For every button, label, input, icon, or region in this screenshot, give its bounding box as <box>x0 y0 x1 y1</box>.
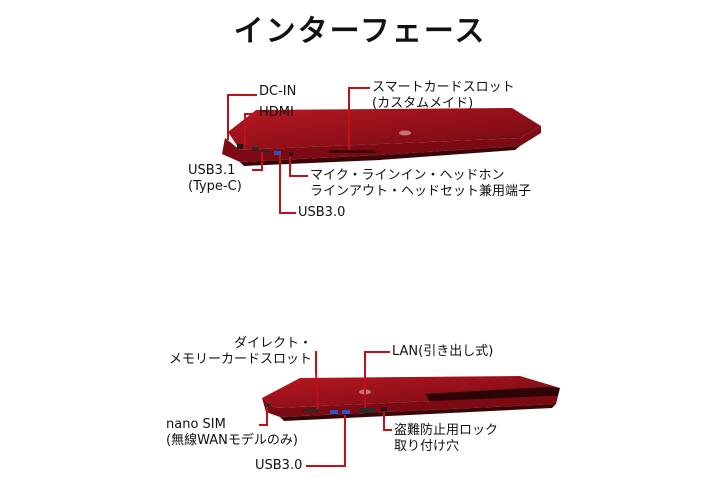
smartcard-slot <box>330 150 375 153</box>
label-lock-line1: 盗難防止用ロック <box>394 423 499 438</box>
leader-lines-1 <box>227 87 370 214</box>
label-nano-sim: nano SIM (無線WANモデルのみ) <box>166 417 298 449</box>
label-audio: マイク・ラインイン・ヘッドホン ラインアウト・ヘッドセット兼用端子 <box>310 168 531 200</box>
label-usb31-line2: (Type-C) <box>188 179 242 194</box>
label-lan: LAN(引き出し式) <box>392 344 494 359</box>
usb30-port <box>274 151 281 155</box>
label-smartcard: スマートカードスロット (カスタムメイド) <box>372 80 515 112</box>
label-usb31: USB3.1 (Type-C) <box>188 163 242 195</box>
audio-jack <box>289 152 293 156</box>
label-memory-card: ダイレクト・ メモリーカードスロット <box>150 336 312 368</box>
usb31-port <box>263 150 269 153</box>
memory-card-slot <box>303 409 319 412</box>
dc-in-port <box>237 144 243 149</box>
usb30-port-3 <box>342 410 350 414</box>
usb30-port-2 <box>330 410 338 414</box>
label-memory-line2: メモリーカードスロット <box>168 352 312 367</box>
security-lock-hole <box>381 407 387 411</box>
label-lock-line2: 取り付け穴 <box>394 439 460 454</box>
label-nanosim-line2: (無線WANモデルのみ) <box>166 433 298 448</box>
leader-lines-2 <box>259 351 392 467</box>
laptop-right-side-view <box>262 376 560 421</box>
label-memory-line1: ダイレクト・ <box>233 336 312 351</box>
label-usb30-1: USB3.0 <box>298 205 346 220</box>
laptop-left-side-view <box>222 108 541 166</box>
label-audio-line1: マイク・ラインイン・ヘッドホン <box>310 168 505 183</box>
label-smartcard-line2: (カスタムメイド) <box>372 96 474 111</box>
label-nanosim-line1: nano SIM <box>166 417 226 432</box>
label-usb31-line1: USB3.1 <box>188 163 236 178</box>
label-usb30-2: USB3.0 <box>255 458 303 473</box>
lan-port <box>359 408 375 413</box>
label-audio-line2: ラインアウト・ヘッドセット兼用端子 <box>310 184 532 199</box>
label-dc-in: DC-IN <box>259 84 297 99</box>
label-hdmi: HDMI <box>259 105 294 120</box>
page-title: インターフェース <box>233 14 487 49</box>
label-smartcard-line1: スマートカードスロット <box>372 80 515 95</box>
nano-sim-slot <box>266 404 271 407</box>
label-security-lock: 盗難防止用ロック 取り付け穴 <box>394 423 498 455</box>
hdmi-port <box>252 147 259 151</box>
